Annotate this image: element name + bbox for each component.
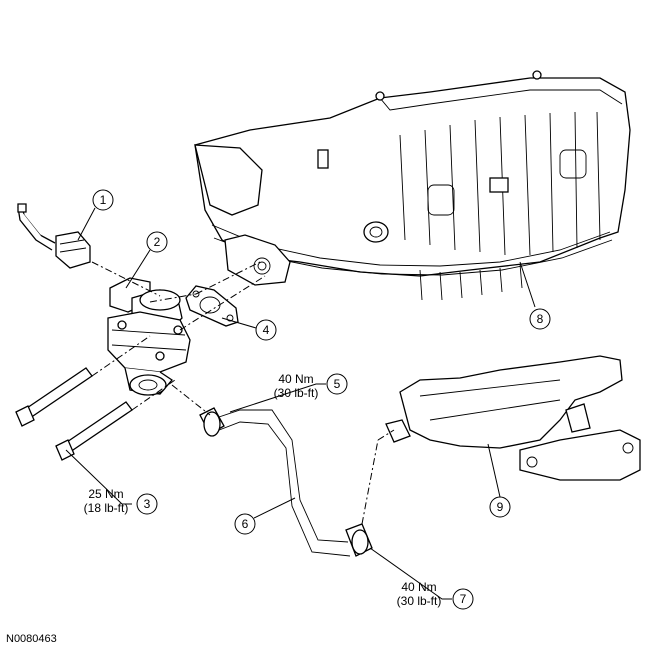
torque-label-3: 25 Nm (18 lb-ft) [84,487,129,515]
svg-text:5: 5 [334,377,341,391]
electrical-connector [17,203,91,269]
callout-1: 1 [92,189,114,211]
svg-text:40 Nm: 40 Nm [278,372,313,386]
leader-lines [65,207,536,600]
torque-label-7: 40 Nm (30 lb-ft) [397,580,442,608]
figure-id: N0080463 [6,633,57,645]
callout-5: 5 [326,373,348,395]
svg-text:25 Nm: 25 Nm [88,487,123,501]
intake-manifold [194,70,631,301]
svg-text:3: 3 [144,497,151,511]
svg-text:4: 4 [263,323,270,337]
svg-text:1: 1 [100,193,107,207]
svg-text:40 Nm: 40 Nm [401,580,436,594]
callout-6: 6 [234,513,256,535]
callout-7: 7 [452,588,474,610]
svg-text:(30 lb-ft): (30 lb-ft) [397,594,442,608]
svg-text:9: 9 [497,500,504,514]
callout-8: 8 [529,308,551,330]
callout-4: 4 [255,319,277,341]
egr-tube [199,407,373,557]
torque-label-5: 40 Nm (30 lb-ft) [274,372,319,400]
svg-text:(30 lb-ft): (30 lb-ft) [274,386,319,400]
svg-text:6: 6 [242,517,249,531]
svg-text:8: 8 [537,312,544,326]
callout-3: 3 [136,493,158,515]
egr-valve [107,277,191,396]
exhaust-manifold [385,355,641,481]
svg-text:(18 lb-ft): (18 lb-ft) [84,501,129,515]
callout-9: 9 [489,496,511,518]
egr-valve-bolts [15,367,133,461]
svg-text:2: 2 [154,235,161,249]
svg-text:7: 7 [460,592,467,606]
callout-2: 2 [146,231,168,253]
alignment-lines [91,261,395,525]
